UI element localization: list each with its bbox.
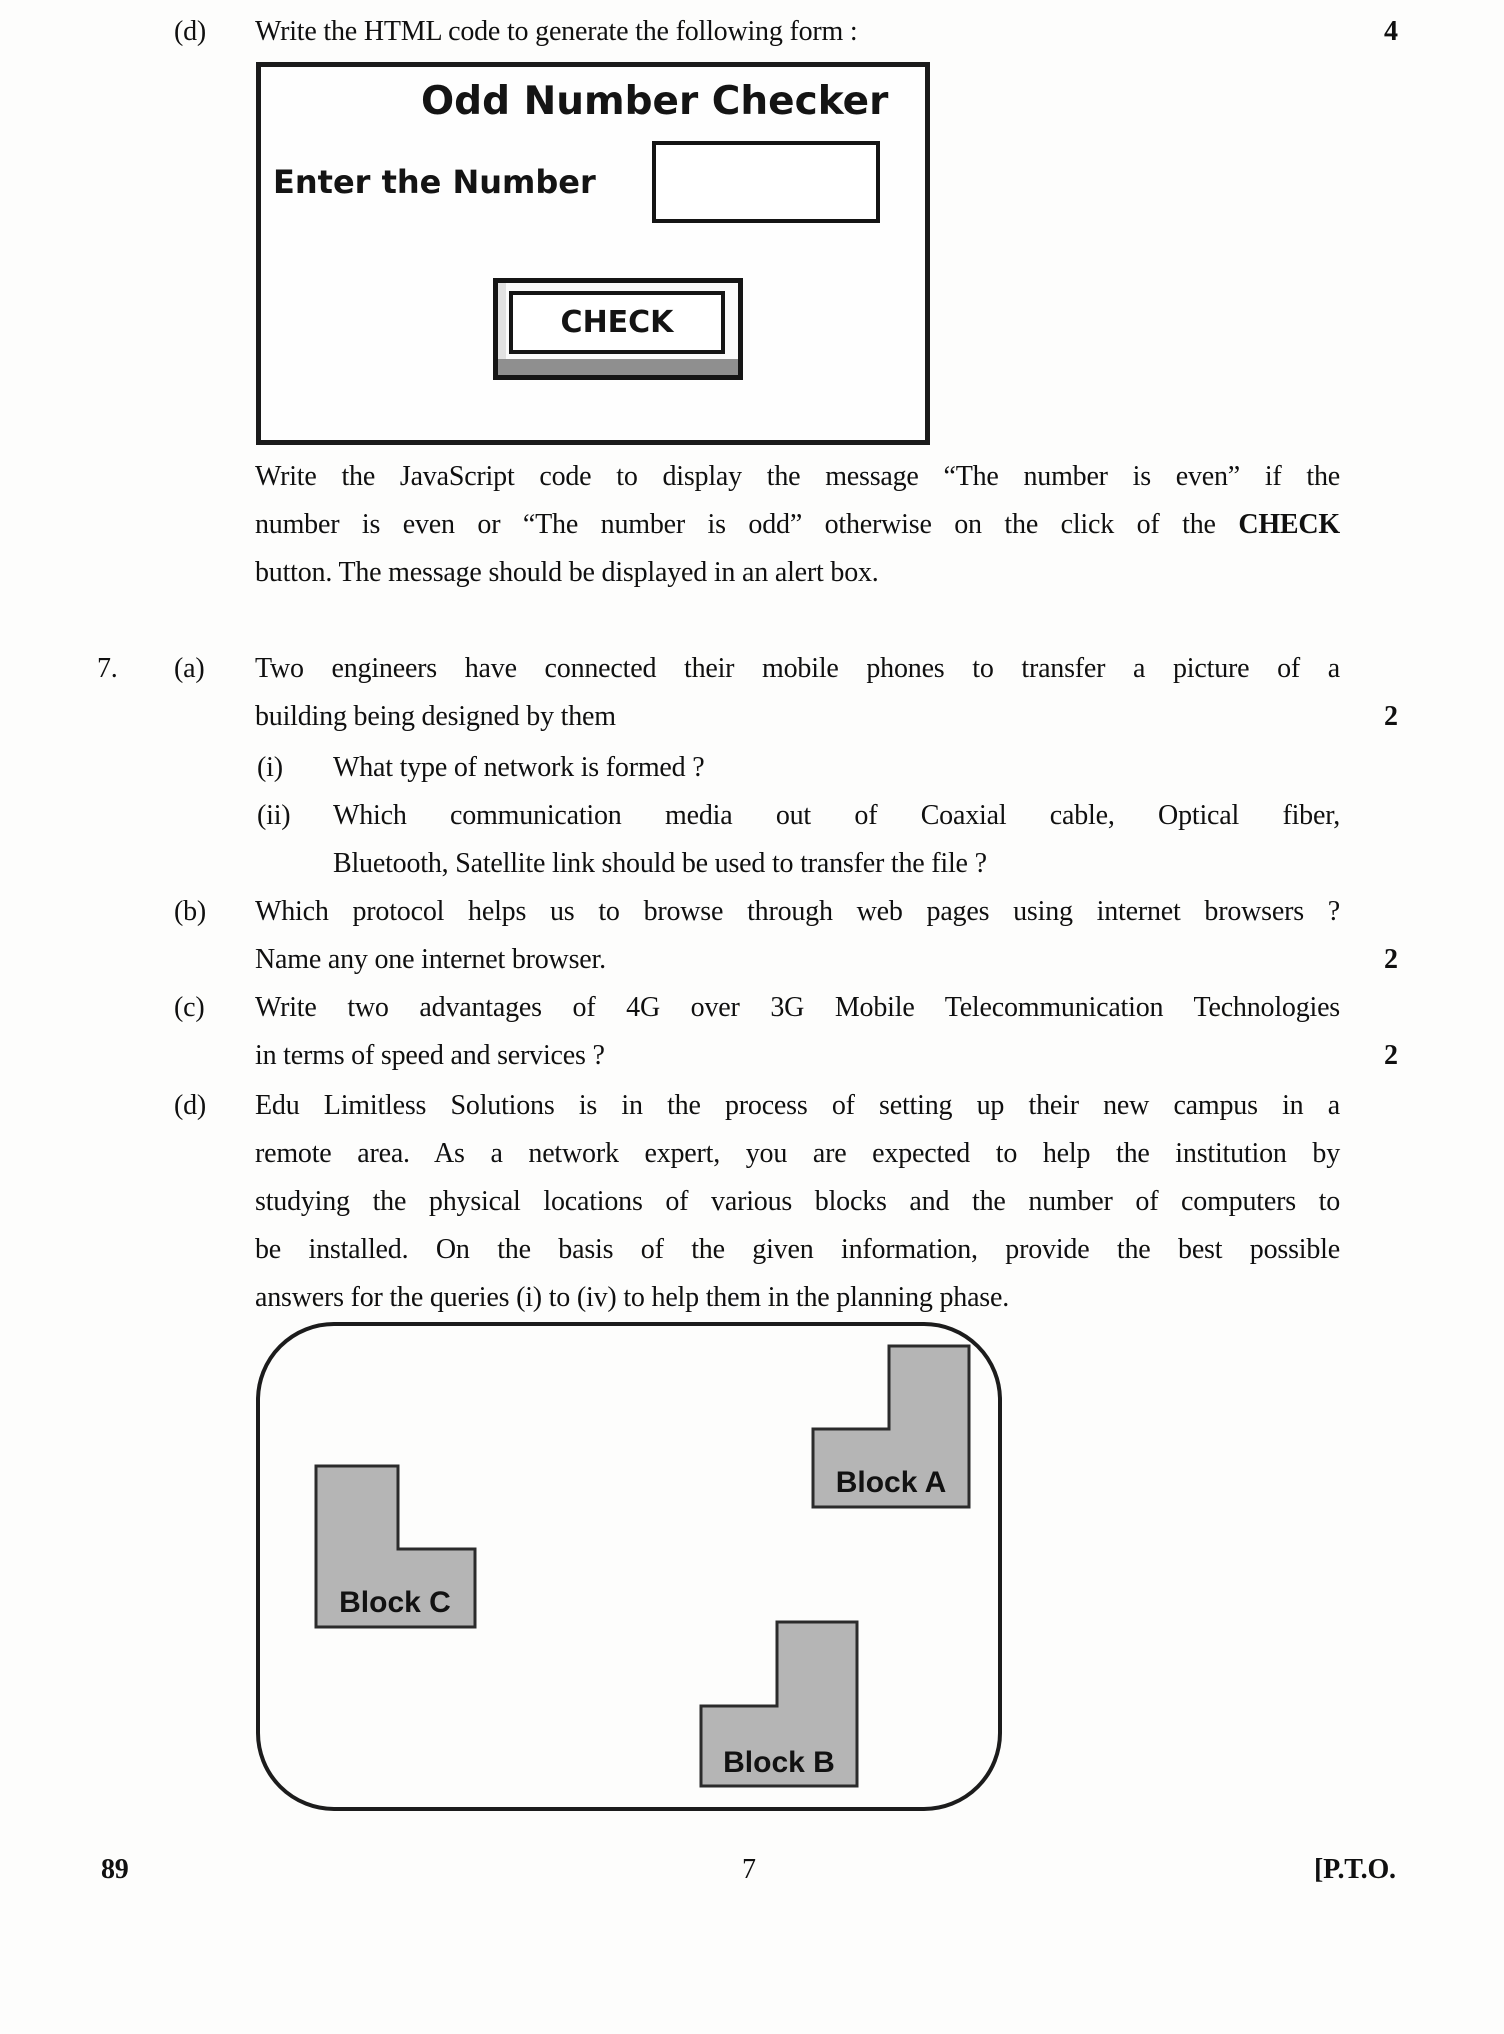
q7a-sub-ii-text: Which communication media out of Coaxial…	[333, 792, 1340, 888]
q7a-marks: 2	[1384, 701, 1398, 732]
q7a-line: building being designed by them	[255, 701, 616, 732]
block-a-label: Block A	[836, 1466, 947, 1499]
q7a-text: Two engineers have connected their mobil…	[255, 645, 1340, 741]
block-b-shape	[699, 1620, 859, 1788]
footer-page-number: 7	[742, 1854, 756, 1885]
form-title: Odd Number Checker	[421, 79, 889, 124]
q7a-sub-ii-label: (ii)	[257, 800, 291, 831]
paragraph-line: Write the JavaScript code to display the…	[255, 461, 1340, 492]
q7a-sub-i-label: (i)	[257, 752, 283, 783]
q7d-line: remote area. As a network expert, you ar…	[255, 1138, 1340, 1169]
q7c-line: Write two advantages of 4G over 3G Mobil…	[255, 992, 1340, 1023]
paragraph-line: button. The message should be displayed …	[255, 557, 879, 588]
q7b-text: Which protocol helps us to browse throug…	[255, 888, 1340, 984]
q7b-label: (b)	[174, 896, 207, 927]
check-button[interactable]: CHECK	[493, 278, 743, 380]
q7d-line: be installed. On the basis of the given …	[255, 1234, 1340, 1265]
q6d-marks: 4	[1384, 16, 1398, 47]
block-a-shape	[811, 1344, 971, 1509]
form-figure: Odd Number Checker Enter the Number CHEC…	[256, 62, 930, 445]
paragraph-line-text: number is even or “The number is odd” ot…	[255, 509, 1239, 540]
block-c-label: Block C	[339, 1586, 451, 1619]
q7b-line: Name any one internet browser.	[255, 944, 606, 975]
block-b-label: Block B	[723, 1746, 835, 1779]
q7-number: 7.	[97, 653, 118, 684]
q7d-label: (d)	[174, 1090, 207, 1121]
q7a-sub-i-text: What type of network is formed ?	[333, 752, 705, 783]
q6d-label: (d)	[174, 16, 207, 47]
q7b-marks: 2	[1384, 944, 1398, 975]
q7c-line: in terms of speed and services ?	[255, 1040, 605, 1071]
check-button-label: CHECK	[560, 305, 674, 340]
footer-pto: [P.T.O.	[1314, 1854, 1396, 1885]
block-c-shape	[314, 1464, 477, 1629]
q7d-line: studying the physical locations of vario…	[255, 1186, 1340, 1217]
q6d-js-paragraph: Write the JavaScript code to display the…	[255, 453, 1340, 597]
q6d-prompt: Write the HTML code to generate the foll…	[255, 16, 858, 47]
q7d-line: Edu Limitless Solutions is in the proces…	[255, 1090, 1340, 1121]
q7c-label: (c)	[174, 992, 205, 1023]
q7d-line: answers for the queries (i) to (iv) to h…	[255, 1282, 1010, 1313]
campus-diagram: Block A Block C Block B	[256, 1322, 1002, 1811]
paragraph-line: number is even or “The number is odd” ot…	[255, 501, 1340, 549]
number-input[interactable]	[652, 141, 880, 223]
footer-paper-code: 89	[101, 1854, 129, 1885]
check-button-face: CHECK	[509, 291, 725, 354]
q7a-sub-ii-line: Bluetooth, Satellite link should be used…	[333, 848, 987, 879]
q7a-sub-ii-line: Which communication media out of Coaxial…	[333, 800, 1340, 831]
check-keyword: CHECK	[1238, 509, 1340, 540]
q7d-text: Edu Limitless Solutions is in the proces…	[255, 1082, 1340, 1322]
q7a-line: Two engineers have connected their mobil…	[255, 653, 1340, 684]
q7a-label: (a)	[174, 653, 205, 684]
campus-diagram-canvas: Block A Block C Block B	[314, 1344, 971, 1788]
form-field-label: Enter the Number	[273, 163, 596, 201]
q7c-marks: 2	[1384, 1040, 1398, 1071]
q7b-line: Which protocol helps us to browse throug…	[255, 896, 1340, 927]
q7c-text: Write two advantages of 4G over 3G Mobil…	[255, 984, 1340, 1080]
